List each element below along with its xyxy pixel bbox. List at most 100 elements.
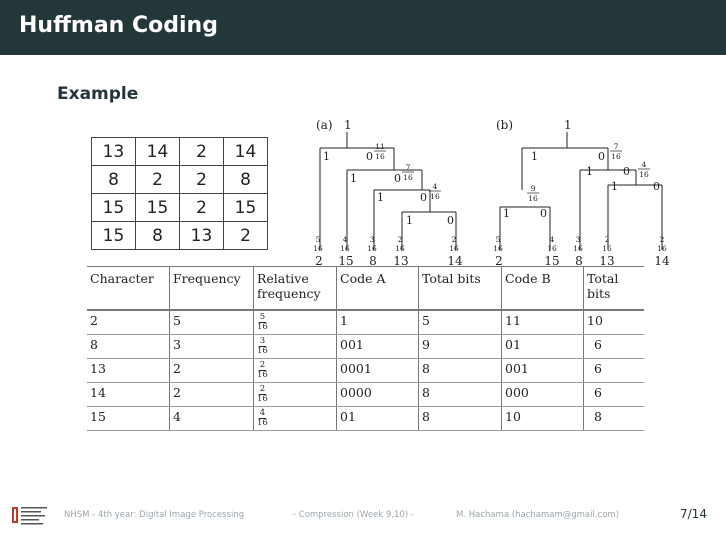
leaf-prob-den: 16: [340, 244, 350, 253]
fraction-numerator: 2: [258, 360, 267, 371]
node-prob-num: 4: [433, 182, 438, 191]
matrix-row: 15 15 2 15: [91, 193, 268, 222]
frequency-cell: 3: [169, 334, 254, 359]
frequency-cell: 2: [169, 358, 254, 383]
matrix-cell: 2: [223, 221, 268, 250]
branch-label: 0: [598, 150, 605, 163]
matrix-cell: 2: [179, 137, 224, 166]
node-prob-den: 16: [639, 170, 649, 179]
leaf-symbol: 13: [599, 254, 614, 267]
code-comparison-table: Character Frequency Relative frequency C…: [87, 266, 644, 431]
matrix-row: 13 14 2 14: [91, 137, 268, 166]
code-a-cell: 1: [336, 310, 419, 335]
leaf-symbol: 2: [495, 254, 503, 267]
matrix-cell: 8: [135, 221, 180, 250]
leaf-symbol: 14: [447, 254, 463, 267]
code-a-cell: 0001: [336, 358, 419, 383]
bits-a-cell: 8: [418, 382, 502, 407]
code-b-cell: 11: [501, 310, 584, 335]
footer-author: M. Hachama (hachamam@gmail.com): [456, 510, 620, 520]
leaf-prob-num: 3: [576, 235, 581, 244]
leaf-symbol: 8: [369, 254, 377, 267]
matrix-cell: 15: [91, 193, 136, 222]
footer-section: - Compression (Week 9,10) -: [293, 510, 414, 520]
matrix-cell: 2: [179, 193, 224, 222]
leaf-symbol: 15: [544, 254, 559, 267]
frequency-cell: 5: [169, 310, 254, 335]
huffman-trees-figure: (a) 1 (b) 1 1 0 1 0 1 0 1 0 1 0 1 0 1 0 …: [310, 117, 669, 267]
matrix-cell: 15: [135, 193, 180, 222]
code-a-cell: 001: [336, 334, 419, 359]
leaf-prob-den: 16: [395, 244, 405, 253]
header-cell: Relative frequency: [253, 266, 337, 311]
header-cell: Total bits: [418, 266, 502, 311]
character-cell: 13: [87, 358, 170, 383]
node-prob-num: 11: [375, 142, 385, 151]
bits-b-cell: 8: [583, 406, 644, 431]
node-prob-den: 16: [611, 152, 621, 161]
tree-a-root: 1: [344, 118, 352, 132]
matrix-cell: 14: [223, 137, 268, 166]
code-a-cell: 01: [336, 406, 419, 431]
leaf-prob-num: 2: [605, 235, 610, 244]
bits-a-cell: 9: [418, 334, 502, 359]
fraction-numerator: 4: [258, 408, 267, 419]
branch-label: 1: [611, 180, 618, 193]
leaf-prob-num: 4: [550, 235, 555, 244]
code-a-cell: 0000: [336, 382, 419, 407]
slide-title: Huffman Coding: [19, 13, 218, 38]
bits-a-cell: 8: [418, 358, 502, 383]
character-cell: 8: [87, 334, 170, 359]
frequency-cell: 4: [169, 406, 254, 431]
leaf-prob-num: 2: [398, 235, 403, 244]
branch-label: 1: [503, 207, 510, 220]
header-cell: Frequency: [169, 266, 254, 311]
matrix-cell: 15: [223, 193, 268, 222]
node-prob-den: 16: [528, 194, 538, 203]
tree-b-root: 1: [564, 118, 572, 132]
leaf-prob-den: 16: [657, 244, 667, 253]
leaf-prob-num: 2: [452, 235, 457, 244]
title-bar: Huffman Coding: [0, 0, 726, 55]
bits-b-cell: 6: [583, 334, 644, 359]
code-b-cell: 01: [501, 334, 584, 359]
header-cell: Character: [87, 266, 170, 311]
matrix-cell: 13: [179, 221, 224, 250]
branch-label: 0: [540, 207, 547, 220]
leaf-prob-num: 3: [370, 235, 375, 244]
bits-a-cell: 5: [418, 310, 502, 335]
page-number: 7/14: [680, 507, 707, 521]
node-prob-num: 9: [531, 184, 536, 193]
frequency-cell: 2: [169, 382, 254, 407]
branch-label: 0: [420, 191, 427, 204]
bits-b-cell: 6: [583, 358, 644, 383]
branch-label: 0: [394, 172, 401, 185]
node-prob-num: 7: [406, 163, 411, 172]
matrix-cell: 2: [179, 165, 224, 194]
branch-label: 0: [366, 150, 373, 163]
branch-label: 0: [447, 214, 454, 227]
header-cell: Code A: [336, 266, 419, 311]
fraction-denominator: 16: [257, 370, 268, 380]
matrix-row: 15 8 13 2: [91, 221, 268, 250]
slide-footer: NHSM - 4th year: Digital Image Processin…: [0, 500, 726, 530]
fraction-denominator: 16: [257, 394, 268, 404]
leaf-prob-num: 5: [316, 235, 321, 244]
fraction-numerator: 3: [258, 336, 267, 347]
fraction-denominator: 16: [257, 418, 268, 428]
matrix-cell: 8: [223, 165, 268, 194]
leaf-symbol: 13: [393, 254, 408, 267]
fraction-numerator: 2: [258, 384, 267, 395]
leaf-prob-den: 16: [493, 244, 503, 253]
